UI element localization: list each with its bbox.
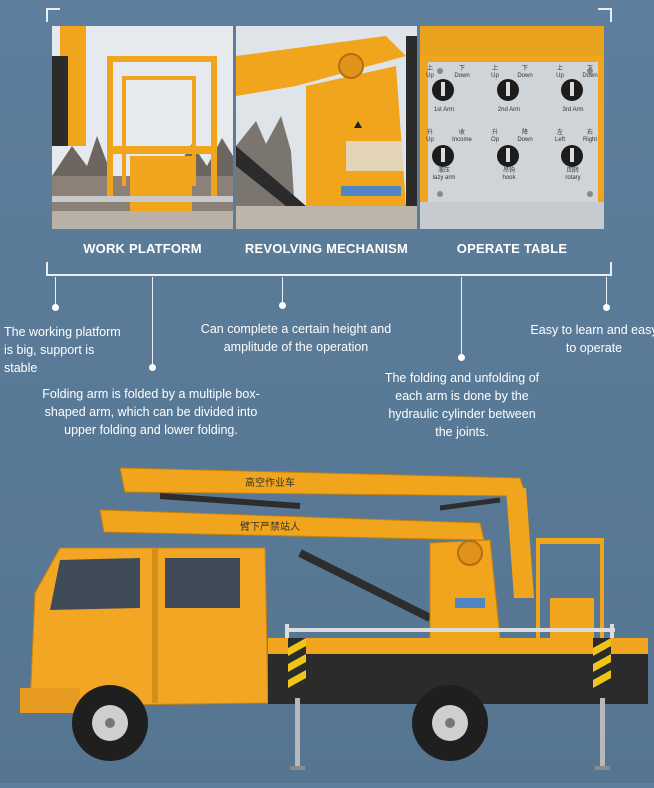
cp-bot-3-up-en: Left xyxy=(555,137,565,143)
cp-top-3-down-en: Down xyxy=(582,73,597,79)
cp-top-1-down: 下 xyxy=(459,65,465,72)
cp-top-1-down-en: Down xyxy=(454,73,469,79)
control-knob-2nd-arm xyxy=(497,79,519,101)
control-knob-hook xyxy=(497,145,519,167)
cp-bot-3-label-cn: 回转 xyxy=(567,166,579,174)
cp-top-3-down: 下 xyxy=(587,65,593,72)
frame-corner xyxy=(598,8,612,22)
control-knob-3rd-arm xyxy=(561,79,583,101)
work-platform-photo xyxy=(52,26,233,229)
pointer-line-2 xyxy=(152,277,153,367)
pointer-dot-3 xyxy=(279,302,286,309)
cp-bot-1-down-en: Income xyxy=(452,137,472,143)
cp-bot-1-label: lazy arm xyxy=(433,175,456,181)
note-working-platform: The working platform is big, support is … xyxy=(4,325,121,375)
revolving-mechanism-photo xyxy=(236,26,417,229)
cp-bot-1-label-cn: 液压 xyxy=(438,166,450,174)
pointer-line-4 xyxy=(461,277,462,357)
cp-bot-1-up-en: Up xyxy=(426,137,434,143)
cp-top-1-label: 1st Arm xyxy=(434,107,454,113)
note-hydraulic-cylinder: The folding and unfolding of each arm is… xyxy=(384,371,540,439)
cp-bot-2-up: 升 xyxy=(492,128,498,136)
pointer-dot-1 xyxy=(52,304,59,311)
cp-top-2-down-en: Down xyxy=(517,73,532,79)
caption-operate-table: OPERATE TABLE xyxy=(456,241,568,256)
pointer-line-3 xyxy=(282,277,283,305)
note-folding-arm: Folding arm is folded by a multiple box-… xyxy=(42,387,260,437)
control-knob-1st-arm xyxy=(432,79,454,101)
boom-text-lower: 臂下严禁站人 xyxy=(240,520,300,533)
operate-table-photo: 上 下 Up Down 1st Arm 上 下 Up Down 2nd Arm … xyxy=(420,26,604,229)
cp-bot-2-label: hook xyxy=(502,175,516,181)
note-height-amplitude: Can complete a certain height and amplit… xyxy=(200,322,392,354)
cp-top-1-up-en: Up xyxy=(426,73,434,79)
cp-top-2-up-en: Up xyxy=(491,73,499,79)
cp-top-2-label: 2nd Arm xyxy=(498,107,520,113)
cp-bot-3-down-en: Right xyxy=(583,137,597,143)
pointer-dot-4 xyxy=(458,354,465,361)
aerial-work-truck-illustration: 高空作业车 臂下严禁站人 xyxy=(0,448,654,783)
cp-bot-1-up: 升 xyxy=(427,128,433,136)
cp-top-3-up-en: Up xyxy=(556,73,564,79)
cp-bot-2-label-cn: 吊钩 xyxy=(503,166,515,174)
cp-bot-1-down: 收 xyxy=(459,128,465,136)
caption-revolving-mechanism: REVOLVING MECHANISM xyxy=(244,241,409,256)
cp-bot-3-label: rotary xyxy=(565,175,580,181)
pointer-line-1 xyxy=(55,277,56,307)
cp-bot-2-down: 降 xyxy=(522,128,528,136)
cp-bot-3-up: 左 xyxy=(557,128,563,136)
pointer-dot-5 xyxy=(603,304,610,311)
frame-corner xyxy=(46,8,60,22)
cp-top-3-up: 上 xyxy=(557,64,563,72)
boom-text-upper: 高空作业车 xyxy=(245,476,295,489)
cp-top-2-down: 下 xyxy=(522,65,528,72)
control-knob-lazy-arm xyxy=(432,145,454,167)
control-knob-rotary xyxy=(561,145,583,167)
caption-work-platform: WORK PLATFORM xyxy=(83,241,202,256)
feature-frame xyxy=(46,8,612,276)
cp-top-2-up: 上 xyxy=(492,64,498,72)
note-easy-to-operate: Easy to learn and easy to operate xyxy=(530,323,654,355)
frame-divider xyxy=(46,274,612,276)
cp-bot-2-up-en: Op xyxy=(491,137,500,143)
cp-bot-3-down: 右 xyxy=(587,128,593,136)
cp-top-3-label: 3rd Arm xyxy=(562,107,583,113)
pointer-line-5 xyxy=(606,277,607,307)
pointer-dot-2 xyxy=(149,364,156,371)
cp-top-1-up: 上 xyxy=(427,64,433,72)
cp-bot-2-down-en: Down xyxy=(517,137,532,143)
